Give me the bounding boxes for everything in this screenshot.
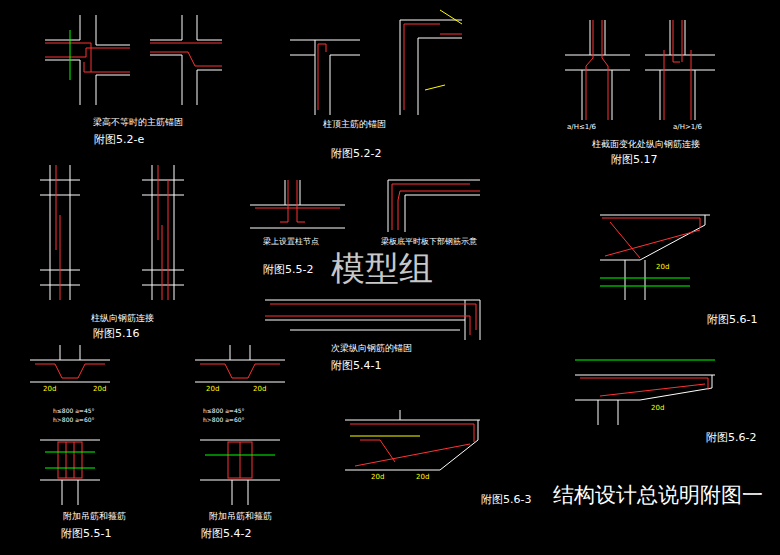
sheet-title: 结构设计总说明附图一	[552, 484, 764, 507]
dimension-note: 20d	[370, 474, 385, 482]
dimension-note: 20d	[415, 474, 430, 482]
figure-number: 附图5.16	[92, 328, 141, 340]
dimension-note: 20d	[205, 386, 220, 394]
figure-number: 附图5.2-2	[330, 148, 382, 160]
figure-caption: 梁上设置柱节点	[262, 238, 320, 247]
dimension-note: h>800 a=60°	[52, 417, 96, 424]
dimension-note: 20d	[650, 405, 665, 413]
dimension-note: 20d	[655, 264, 670, 272]
dimension-note: 20d	[92, 386, 107, 394]
figure-number: 附图5.6-1	[706, 314, 758, 326]
figure-number: 附图5.2-e	[93, 134, 145, 146]
dimension-note: a/H≤1/6	[566, 124, 597, 132]
dimension-note: 20d	[42, 386, 57, 394]
dimension-note: h>800 a=60°	[202, 417, 246, 424]
figure-caption: 柱纵向钢筋连接	[90, 314, 155, 324]
figure-number: 附图5.6-3	[480, 494, 532, 506]
figure-caption: 附加吊筋和箍筋	[208, 512, 273, 522]
figure-number: 附图5.17	[610, 154, 659, 166]
figure-number: 附图5.4-1	[330, 360, 382, 372]
figure-caption: 柱顶主筋的锚固	[322, 120, 387, 130]
figure-number: 附图5.5-2	[262, 264, 314, 276]
dimension-note: h≤800 a=45°	[202, 408, 246, 415]
figure-number: 附图5.6-2	[705, 432, 757, 444]
dimension-note: a/H>1/6	[672, 124, 703, 132]
figure-number: 附图5.4-2	[200, 528, 252, 540]
figure-caption: 附加吊筋和箍筋	[62, 512, 127, 522]
figure-number: 附图5.5-1	[60, 528, 112, 540]
figure-caption: 柱截面变化处纵向钢筋连接	[591, 140, 701, 150]
dimension-note: h≤800 a=45°	[52, 408, 96, 415]
figure-caption: 次梁纵向钢筋的锚固	[330, 344, 413, 354]
watermark: 模型组	[330, 250, 434, 287]
figure-caption: 梁高不等时的主筋锚固	[92, 118, 184, 128]
dimension-note: 20d	[252, 386, 267, 394]
figure-caption: 梁板底平时板下部钢筋示意	[380, 238, 478, 247]
